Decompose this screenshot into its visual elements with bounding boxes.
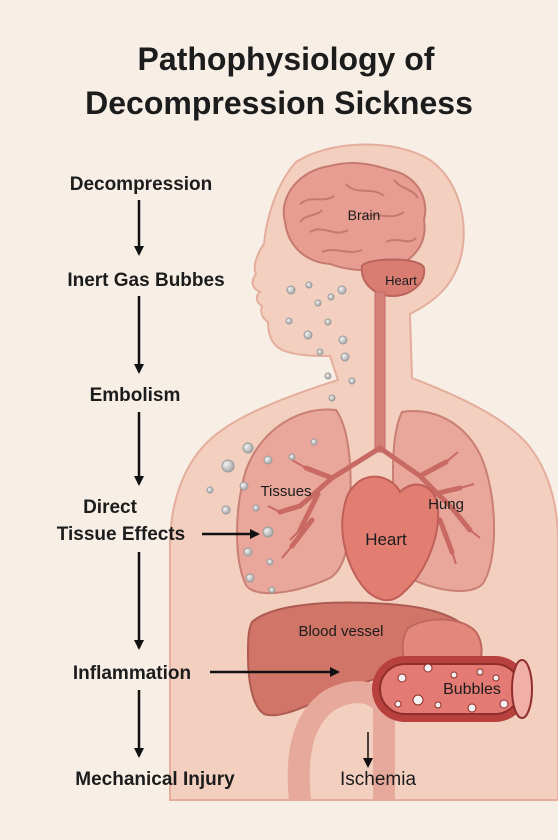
trachea xyxy=(375,292,385,452)
flow-step-inflammation: Inflammation xyxy=(73,663,191,684)
title-line-2: Decompression Sickness xyxy=(85,85,473,121)
label-tissues: Tissues xyxy=(260,483,311,500)
label-heart-small: Heart xyxy=(385,273,417,288)
label-brain: Brain xyxy=(348,207,381,223)
flow-step-direct: Direct xyxy=(83,497,138,518)
label-hung: Hung xyxy=(428,496,464,513)
flow-step-decompression: Decompression xyxy=(70,174,213,195)
flow-step-mechanical-injury: Mechanical Injury xyxy=(75,769,235,790)
title-line-1: Pathophysiology of xyxy=(138,41,435,77)
flow-step-inert-gas-bubbles: Inert Gas Bubbes xyxy=(67,270,224,291)
label-heart: Heart xyxy=(365,530,407,549)
label-blood-vessel: Blood vessel xyxy=(298,623,383,640)
label-ischemia: Ischemia xyxy=(340,769,416,790)
flow-step-embolism: Embolism xyxy=(90,385,181,406)
flow-step-tissue-effects: Tissue Effects xyxy=(57,524,185,545)
label-bubbles: Bubbles xyxy=(443,681,501,698)
